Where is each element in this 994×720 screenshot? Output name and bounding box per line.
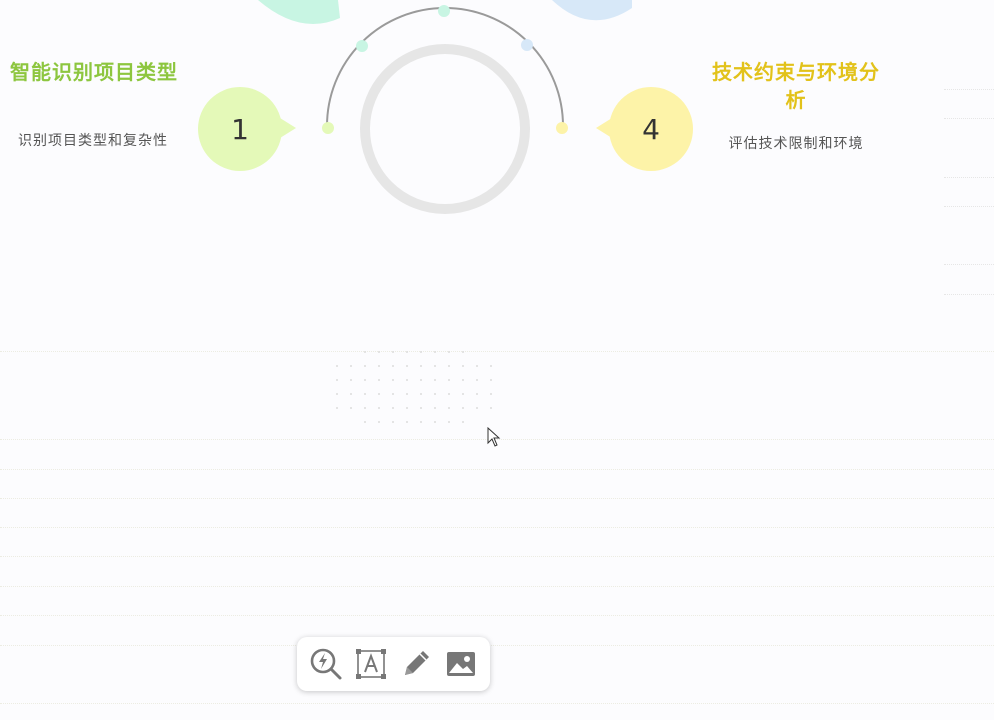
image-icon	[447, 652, 476, 676]
outer-arc	[326, 7, 564, 127]
guide-line	[0, 645, 994, 646]
top-left-bubble	[258, 0, 340, 24]
step-number-bubble[interactable]: 1	[198, 87, 282, 171]
process-diagram: 1 4 智能识别项目类型 识别项目类型和复杂性 技术约束与环境分析 评估技术限制…	[0, 0, 994, 240]
lightning-search-icon	[310, 648, 342, 680]
bubble-pointer	[280, 118, 296, 138]
guide-line	[0, 469, 994, 470]
guide-line	[0, 351, 994, 352]
arc-node	[438, 5, 450, 17]
guide-line	[0, 615, 994, 616]
guide-line	[944, 206, 994, 207]
top-right-bubble	[552, 0, 632, 21]
bottom-toolbar	[297, 637, 490, 691]
dot-grid	[336, 351, 492, 423]
center-ring	[360, 44, 530, 214]
guide-line	[944, 294, 994, 295]
guide-line	[0, 439, 994, 440]
image-tool-button[interactable]	[441, 644, 481, 684]
arc-node	[521, 39, 533, 51]
text-tool-button[interactable]	[351, 644, 391, 684]
guide-line	[944, 177, 994, 178]
step-description[interactable]: 识别项目类型和复杂性	[18, 133, 168, 149]
mouse-cursor-icon	[487, 427, 501, 447]
guide-line	[0, 527, 994, 528]
pen-tool-button[interactable]	[396, 644, 436, 684]
step-title[interactable]: 技术约束与环境分析	[712, 60, 880, 112]
bubble-pointer	[596, 118, 612, 138]
diagram-shapes	[258, 0, 632, 214]
guide-line	[0, 556, 994, 557]
text-box-icon	[355, 649, 386, 679]
arc-node	[356, 40, 368, 52]
guide-line	[0, 703, 994, 704]
guide-line	[944, 89, 994, 90]
guide-line	[0, 586, 994, 587]
arc-node	[322, 122, 334, 134]
arc-node	[556, 122, 568, 134]
pen-icon	[405, 651, 430, 675]
guide-line	[944, 118, 994, 119]
step-number-bubble[interactable]: 4	[609, 87, 693, 171]
step-description[interactable]: 评估技术限制和环境	[728, 136, 864, 152]
guide-line	[944, 264, 994, 265]
smart-search-button[interactable]	[306, 644, 346, 684]
step-title[interactable]: 智能识别项目类型	[10, 60, 178, 84]
guide-line	[0, 498, 994, 499]
